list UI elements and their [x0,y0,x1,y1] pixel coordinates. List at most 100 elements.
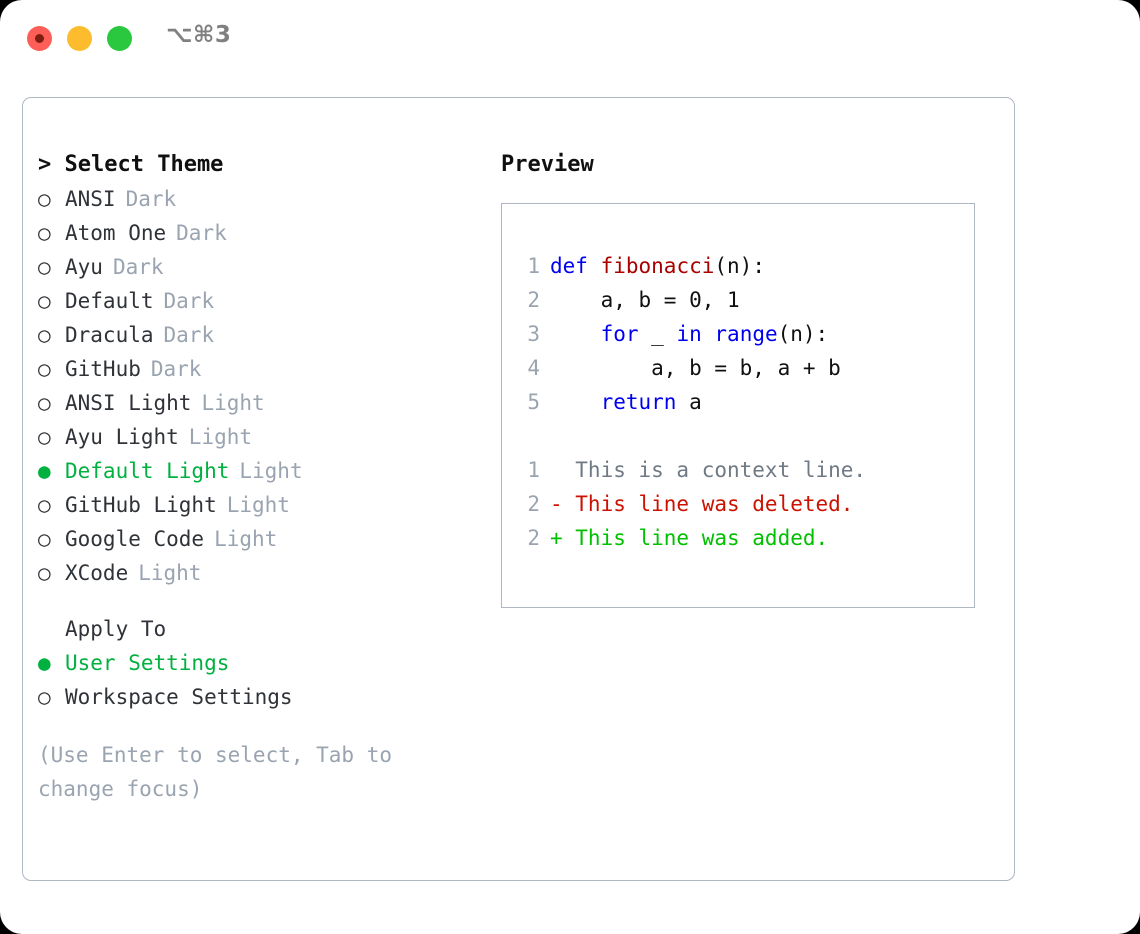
apply-to-title: Apply To [65,617,167,641]
theme-list-item[interactable]: ○ ANSI Dark [38,182,488,216]
line-number: 4 [527,356,540,380]
theme-list-item[interactable]: ○ Dracula Dark [38,318,488,352]
apply-to-label: User Settings [65,651,230,675]
theme-list-item[interactable]: ○ GitHub Dark [38,352,488,386]
keyboard-shortcut-label: ⌥⌘3 [166,22,232,48]
radio-unselected-icon: ○ [38,561,51,585]
radio-unselected-icon: ○ [38,391,51,415]
code-token: in [676,322,702,346]
radio-unselected-icon: ○ [38,289,51,313]
diff-line: 2 - This line was deleted. [514,487,866,521]
close-window-button[interactable] [27,26,52,51]
line-number: 2 [527,526,540,550]
line-number: 2 [527,288,540,312]
code-token [702,322,715,346]
theme-name: Default Light [65,459,230,483]
theme-name: Ayu Light [65,425,179,449]
theme-kind-label: Dark [112,255,164,279]
theme-kind-label: Dark [176,221,227,245]
theme-list-item[interactable]: ○ ANSI Light Light [38,386,488,420]
diff-line: 2 + This line was added. [514,521,866,555]
radio-selected-icon: ● [38,459,51,483]
theme-kind-label: Light [138,561,202,585]
line-number: 1 [527,254,540,278]
apply-to-list: ● User Settings ○Workspace Settings [38,646,488,714]
theme-list-item[interactable]: ○ Ayu Dark [38,250,488,284]
page-title: > Select Theme [38,152,224,177]
list-spacer [38,590,488,612]
theme-name: Dracula [65,323,154,347]
code-token: _ [638,322,677,346]
theme-name: Ayu [65,255,103,279]
code-token: This is a context line. [550,458,867,482]
radio-unselected-icon: ○ [38,685,51,709]
theme-kind-label: Dark [163,323,215,347]
line-number: 2 [527,492,540,516]
code-blank-line [514,419,866,453]
radio-unselected-icon: ○ [38,187,51,211]
code-token [588,254,601,278]
radio-unselected-icon: ○ [38,493,51,517]
diff-line: 1 This is a context line. [514,453,866,487]
theme-list-item[interactable]: ○ Atom One Dark [38,216,488,250]
code-token: a, b = b, a + b [550,356,841,380]
radio-unselected-icon: ○ [38,323,51,347]
code-line: 5 return a [514,385,866,419]
theme-list-item[interactable]: ○ XCode Light [38,556,488,590]
radio-unselected-icon: ○ [38,221,51,245]
radio-unselected-icon: ○ [38,425,51,449]
radio-unselected-icon: ○ [38,255,51,279]
preview-title: Preview [501,152,594,177]
zoom-window-button[interactable] [107,26,132,51]
code-token: range [714,322,778,346]
theme-kind-label: Dark [150,357,202,381]
code-token [550,322,601,346]
theme-name: ANSI Light [65,391,192,415]
theme-kind-label: Light [239,459,303,483]
apply-to-item[interactable]: ● User Settings [38,646,488,680]
theme-kind-label: Light [226,493,290,517]
keyboard-hint: (Use Enter to select, Tab to change focu… [38,743,405,801]
theme-list-item[interactable]: ○ GitHub Light Light [38,488,488,522]
radio-selected-icon: ● [38,651,51,675]
theme-list-item[interactable]: ● Default Light Light [38,454,488,488]
code-token: a [676,390,702,414]
code-token: (n): [777,322,829,346]
code-token: for [600,322,639,346]
code-token: def [550,254,588,278]
theme-list-item[interactable]: ○ Google Code Light [38,522,488,556]
code-token: (n): [714,254,765,278]
apply-to-item[interactable]: ○Workspace Settings [38,680,488,714]
code-token: return [600,390,677,414]
code-line: 2 a, b = 0, 1 [514,283,866,317]
line-number: 1 [527,458,540,482]
theme-name: XCode [65,561,129,585]
line-number: 3 [527,322,540,346]
radio-unselected-icon: ○ [38,357,51,381]
minimize-window-button[interactable] [67,26,92,51]
theme-name: GitHub Light [65,493,217,517]
theme-kind-label: Light [188,425,253,449]
radio-unselected-icon: ○ [38,527,51,551]
theme-name: ANSI [65,187,116,211]
theme-name: Atom One [65,221,167,245]
code-token: - This line was deleted. [550,492,854,516]
theme-name: Default [65,289,154,313]
theme-kind-label: Dark [125,187,177,211]
theme-name: GitHub [65,357,141,381]
theme-list-item[interactable]: ○ Ayu Light Light [38,420,488,454]
theme-kind-label: Light [214,527,278,551]
code-token: + This line was added. [550,526,829,550]
line-number: 5 [527,390,540,414]
code-token [550,390,601,414]
theme-kind-label: Light [201,391,265,415]
theme-name: Google Code [65,527,205,551]
